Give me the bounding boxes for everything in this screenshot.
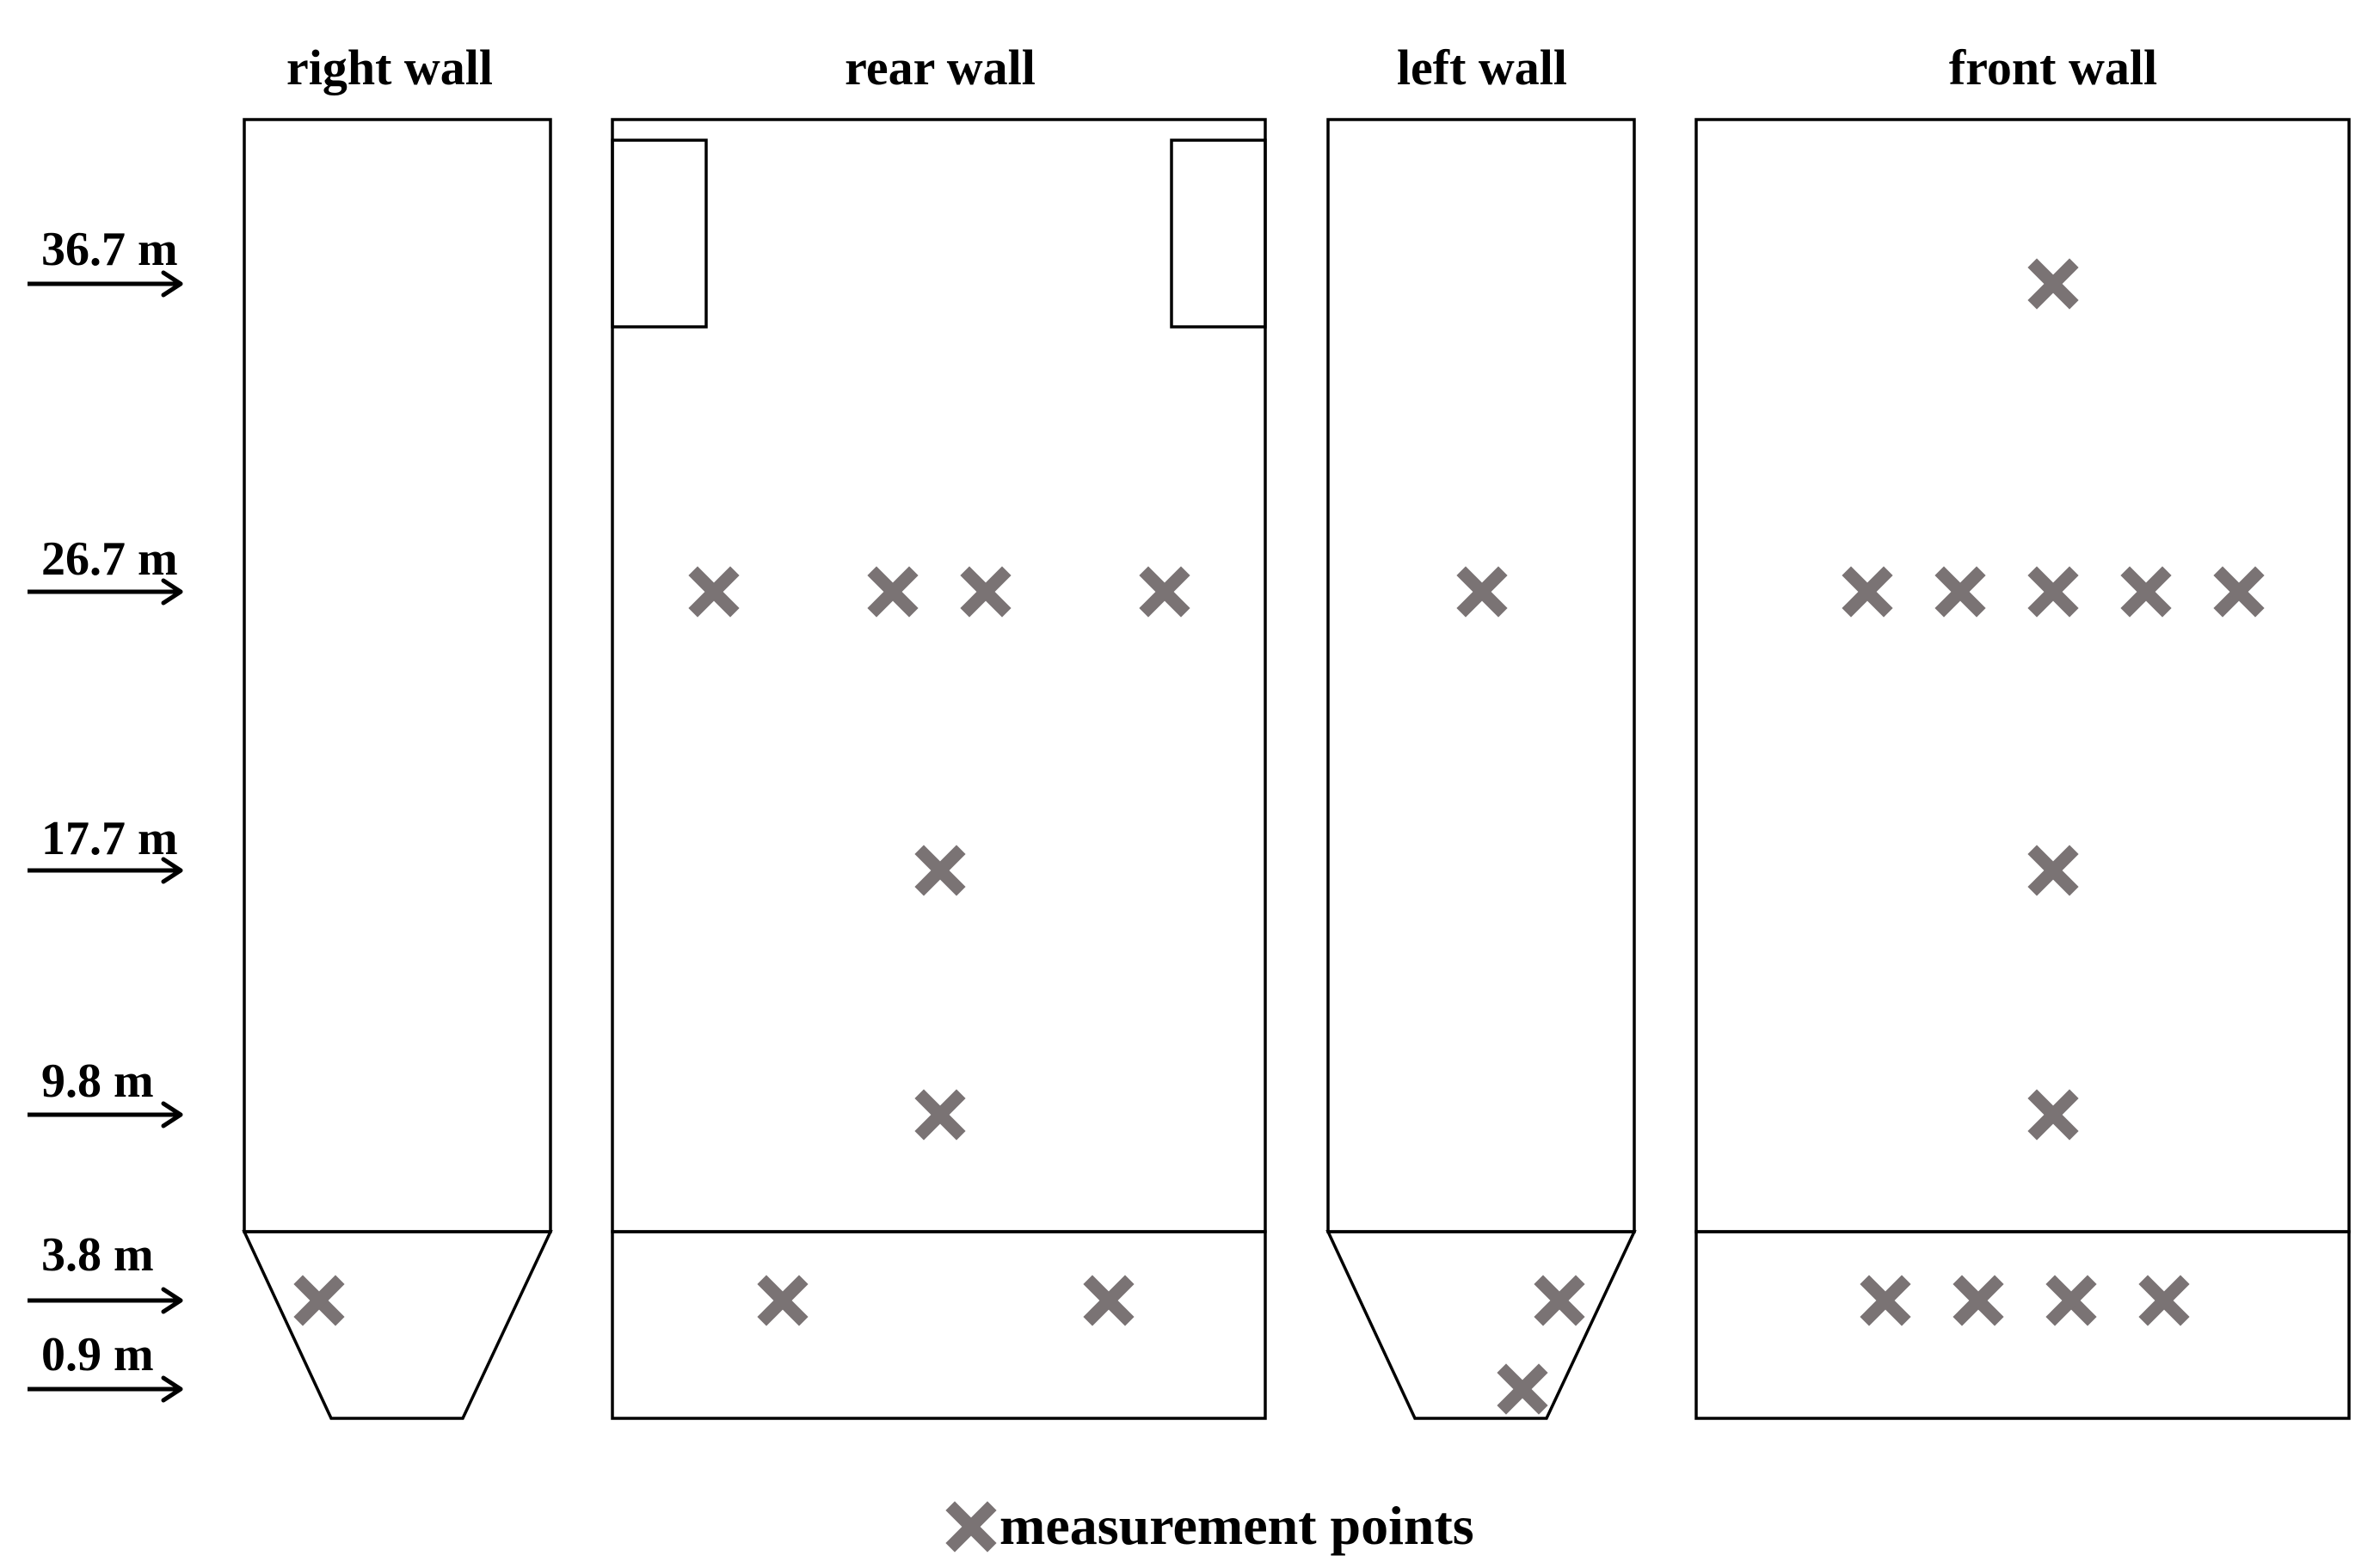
measurement-point-marker xyxy=(1456,566,1508,618)
measurement-point-marker xyxy=(1534,1275,1585,1326)
height-label-26-7: 26.7 m xyxy=(41,532,178,586)
measurement-point-marker xyxy=(2120,566,2172,618)
height-label-3-8: 3.8 m xyxy=(41,1228,154,1282)
measurement-point-marker xyxy=(2027,845,2079,896)
measurement-point-marker xyxy=(960,566,1012,618)
front-wall-outline xyxy=(1694,118,2351,1420)
measurement-point-marker xyxy=(1953,1275,2004,1326)
measurement-point-marker xyxy=(1497,1363,1548,1415)
measurement-point-marker xyxy=(914,1089,966,1141)
measurement-point-marker xyxy=(1860,1275,1911,1326)
measurement-point-marker xyxy=(2027,1089,2079,1141)
height-label-36-7: 36.7 m xyxy=(41,223,178,276)
measurement-point-marker xyxy=(2027,566,2079,618)
height-label-17-7: 17.7 m xyxy=(41,812,178,865)
height-label-0-9: 0.9 m xyxy=(41,1328,154,1381)
measurement-point-marker xyxy=(757,1275,809,1326)
measurement-point-marker xyxy=(1139,566,1190,618)
front-wall-title: front wall xyxy=(1949,40,2157,95)
height-label-9-8: 9.8 m xyxy=(41,1055,154,1108)
x-mark-icon xyxy=(945,1501,997,1553)
measurement-point-marker xyxy=(2045,1275,2097,1326)
right-wall-title: right wall xyxy=(286,40,493,95)
measurement-point-marker xyxy=(1083,1275,1135,1326)
measurement-point-marker xyxy=(2213,566,2265,618)
legend: measurement points xyxy=(945,1495,1474,1556)
rear-wall-title: rear wall xyxy=(845,40,1036,95)
left-wall-title: left wall xyxy=(1397,40,1567,95)
measurement-point-marker xyxy=(2027,258,2079,310)
measurement-point-marker xyxy=(1842,566,1893,618)
height-arrow-17-7 xyxy=(28,857,183,884)
height-arrow-9-8 xyxy=(28,1101,183,1128)
right-wall-outline xyxy=(242,118,553,1420)
height-arrow-0-9 xyxy=(28,1375,183,1403)
measurement-point-marker xyxy=(293,1275,345,1326)
height-arrow-3-8 xyxy=(28,1287,183,1314)
rear-wall-outline xyxy=(611,118,1267,1420)
left-wall-outline xyxy=(1325,118,1637,1420)
measurement-point-marker xyxy=(867,566,919,618)
measurement-point-marker xyxy=(688,566,740,618)
measurement-point-marker xyxy=(1934,566,1986,618)
measurement-point-marker xyxy=(914,845,966,896)
rear-wall-opening-right xyxy=(1170,138,1267,329)
rear-wall-opening-left xyxy=(611,138,708,329)
measurement-point-marker xyxy=(2138,1275,2190,1326)
legend-label: measurement points xyxy=(999,1495,1474,1556)
height-arrow-26-7 xyxy=(28,578,183,606)
height-arrow-36-7 xyxy=(28,270,183,298)
x-mark-shape xyxy=(945,1501,997,1553)
measurement-points xyxy=(293,258,2265,1415)
